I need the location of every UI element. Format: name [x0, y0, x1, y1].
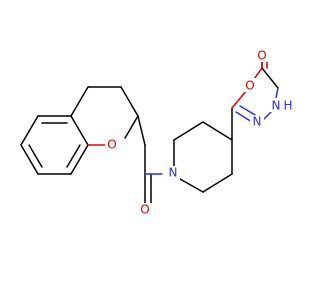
atom-labels: O O N O O N H N	[105, 48, 293, 217]
molecule-canvas: O O N O O N H N	[20, 48, 293, 217]
double-bond-to-nitrogen	[235, 111, 253, 123]
benzene-ring	[20, 115, 89, 175]
oxygen-label-ring: O	[245, 79, 254, 93]
bond-to-oxygen	[231, 89, 248, 109]
bond	[173, 121, 204, 141]
bond	[179, 178, 204, 193]
double-bond-to-nitrogen-second	[239, 105, 258, 117]
bond	[124, 115, 139, 139]
bond	[137, 115, 146, 146]
bond	[70, 115, 89, 146]
label-bg	[105, 137, 119, 151]
double-bond-inner	[66, 144, 81, 168]
label-bg	[250, 115, 264, 129]
label-bg	[166, 166, 180, 180]
label-bg	[269, 98, 293, 112]
bond	[70, 144, 89, 175]
label-bg	[138, 203, 152, 217]
amide-linker	[137, 115, 163, 204]
oxygen-label-chromane: O	[107, 138, 116, 152]
pyran-ring	[70, 86, 139, 146]
bond-to-nitrogen	[275, 87, 279, 99]
bond	[20, 144, 39, 175]
piperidine-ring	[173, 121, 233, 193]
hydrogen-label-nh: H	[283, 99, 292, 113]
double-bond-inner	[28, 144, 43, 168]
bond	[202, 121, 233, 141]
label-bg	[255, 48, 269, 62]
bond	[202, 173, 233, 193]
nitrogen-label-lower: N	[253, 115, 262, 129]
chemical-structure-diagram: O O N O O N H N	[20, 48, 293, 217]
oxygen-label-exocyclic: O	[257, 49, 266, 63]
bond	[261, 67, 279, 89]
nitrogen-label-nh: N	[272, 99, 281, 113]
bond	[20, 115, 39, 146]
bond	[70, 86, 89, 117]
nitrogen-label-piperidine: N	[169, 166, 178, 180]
bond	[120, 86, 139, 117]
label-bg	[243, 78, 257, 92]
oxygen-label-carbonyl: O	[140, 203, 149, 217]
